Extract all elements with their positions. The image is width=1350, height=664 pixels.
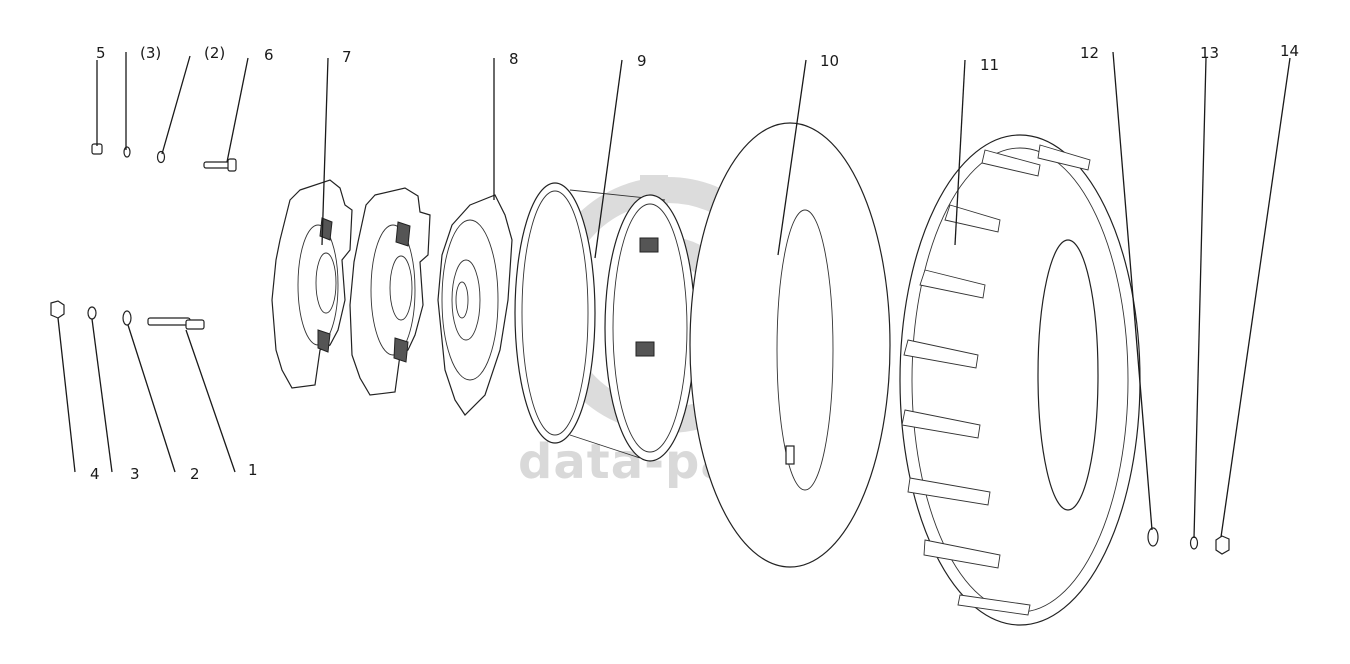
part-3p-lock-washer (123, 146, 131, 158)
callout-1: 1 (248, 461, 258, 479)
callout-3: 3 (130, 465, 140, 483)
callout-5: 5 (96, 44, 106, 62)
part-2p-washer (156, 150, 166, 164)
part-7-wheel-weights (271, 179, 431, 396)
callout-14: 14 (1280, 42, 1299, 60)
callout-labels: 5 (3) (2) 6 7 8 9 10 11 12 13 14 4 3 2 1 (90, 42, 1299, 483)
callout-6: 6 (264, 46, 274, 64)
callout-4: 4 (90, 465, 100, 483)
callout-11: 11 (980, 56, 999, 74)
part-14-nut (1215, 535, 1230, 555)
callout-7: 7 (342, 48, 352, 66)
part-13-lock-washer (1189, 536, 1199, 550)
part-8-center-disc (437, 194, 513, 416)
part-2-washer (122, 310, 132, 326)
part-10-inner-tube (689, 122, 891, 568)
leader-lines (57, 51, 1291, 539)
callout-9: 9 (637, 52, 647, 70)
callout-12: 12 (1080, 44, 1099, 62)
part-9-rim (514, 182, 696, 462)
part-3-lock-washer (87, 306, 97, 320)
part-1-stud (147, 317, 205, 330)
part-4-nut (50, 300, 65, 319)
callout-10: 10 (820, 52, 839, 70)
callout-13: 13 (1200, 44, 1219, 62)
callout-2: 2 (190, 465, 200, 483)
callout-2-parenthesized: (2) (204, 44, 225, 62)
part-6-bolt (203, 158, 237, 172)
part-12-washer (1147, 527, 1159, 547)
callout-3-parenthesized: (3) (140, 44, 161, 62)
callout-8: 8 (509, 50, 519, 68)
part-11-tyre (899, 134, 1141, 626)
